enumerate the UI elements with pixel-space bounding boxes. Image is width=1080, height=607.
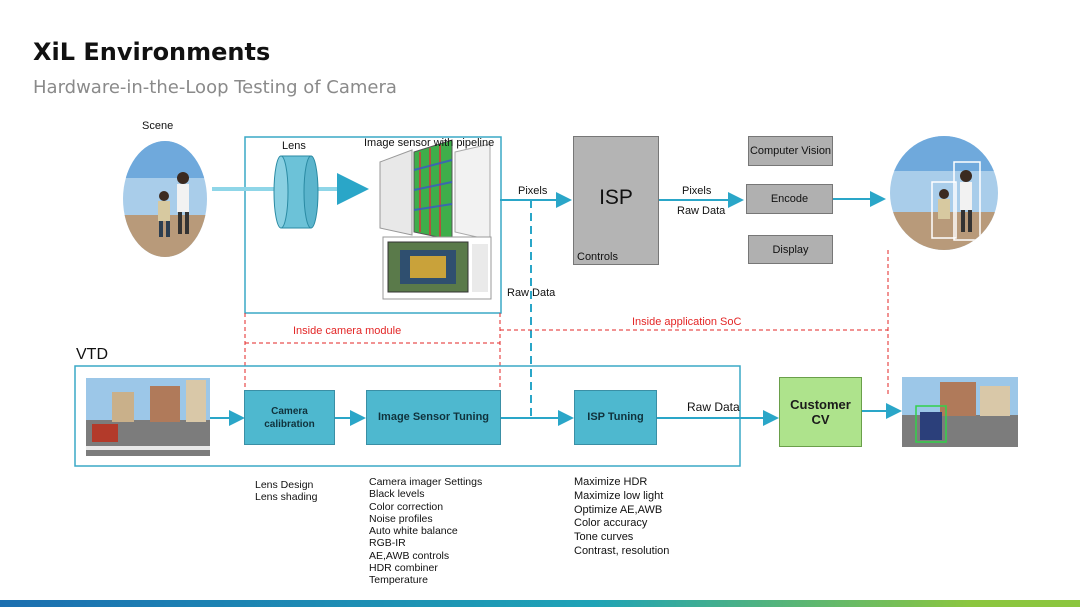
- scene-image: [123, 141, 207, 257]
- slide-title: XiL Environments: [33, 38, 271, 66]
- pixels-label-isp: Pixels: [682, 185, 712, 197]
- isp-list: Maximize HDR Maximize low light Optimize…: [574, 476, 669, 559]
- list-item: HDR combiner: [369, 562, 438, 575]
- camera-calibration-box: Camera calibration: [244, 390, 335, 445]
- cv-output-image: [902, 377, 1018, 447]
- display-box: Display: [748, 235, 833, 264]
- controls-label: Controls: [577, 251, 618, 263]
- list-item: Black levels: [369, 488, 425, 501]
- raw-data-label-vtd: Raw Data: [687, 400, 740, 414]
- customer-cv-box: Customer CV: [779, 377, 862, 447]
- isp-box: [573, 136, 659, 265]
- list-item: Camera imager Settings: [369, 476, 483, 488]
- detection-output-image: [890, 136, 998, 250]
- lens-label: Lens: [282, 140, 306, 152]
- footer-gradient-bar: [0, 600, 1080, 607]
- isp-label: ISP: [599, 186, 633, 209]
- inside-soc-label: Inside application SoC: [632, 316, 742, 328]
- scene-label: Scene: [142, 120, 174, 132]
- list-item: Optimize AE,AWB: [574, 503, 663, 516]
- list-item: Color correction: [369, 500, 444, 513]
- list-item: Noise profiles: [369, 512, 433, 525]
- encode-box: Encode: [746, 184, 833, 214]
- vtd-label: VTD: [76, 346, 108, 363]
- lens-list: Lens Design Lens shading: [255, 479, 317, 504]
- sensor-chip-thumbnail: [382, 236, 492, 300]
- pixels-label-sensor: Pixels: [518, 185, 548, 197]
- list-item: Maximize HDR: [574, 476, 648, 488]
- inside-camera-label: Inside camera module: [293, 325, 402, 337]
- computer-vision-box: Computer Vision: [748, 136, 833, 166]
- list-item: Maximize low light: [574, 489, 664, 502]
- list-item: RGB-IR: [369, 537, 406, 550]
- list-item: Lens Design: [255, 479, 314, 491]
- isp-tuning-box: ISP Tuning: [574, 390, 657, 445]
- sensor-list: Camera imager Settings Black levels Colo…: [369, 476, 482, 587]
- slide-subtitle: Hardware-in-the-Loop Testing of Camera: [33, 77, 397, 98]
- raw-data-label-isp: Raw Data: [677, 205, 726, 217]
- list-item: AE,AWB controls: [369, 549, 450, 562]
- list-item: Auto white balance: [369, 525, 458, 538]
- lens-shape: [273, 155, 319, 229]
- vtd-scene-image: [86, 378, 210, 456]
- sensor-pipeline-graphic: [379, 139, 491, 241]
- list-item: Lens shading: [255, 491, 318, 504]
- list-item: Color accuracy: [574, 517, 648, 530]
- image-sensor-label: Image sensor with pipeline: [364, 137, 495, 149]
- image-sensor-tuning-box: Image Sensor Tuning: [366, 390, 501, 445]
- list-item: Temperature: [369, 574, 428, 587]
- list-item: Tone curves: [574, 531, 634, 544]
- raw-data-label-vertical: Raw Data: [507, 287, 556, 299]
- list-item: Contrast, resolution: [574, 544, 670, 557]
